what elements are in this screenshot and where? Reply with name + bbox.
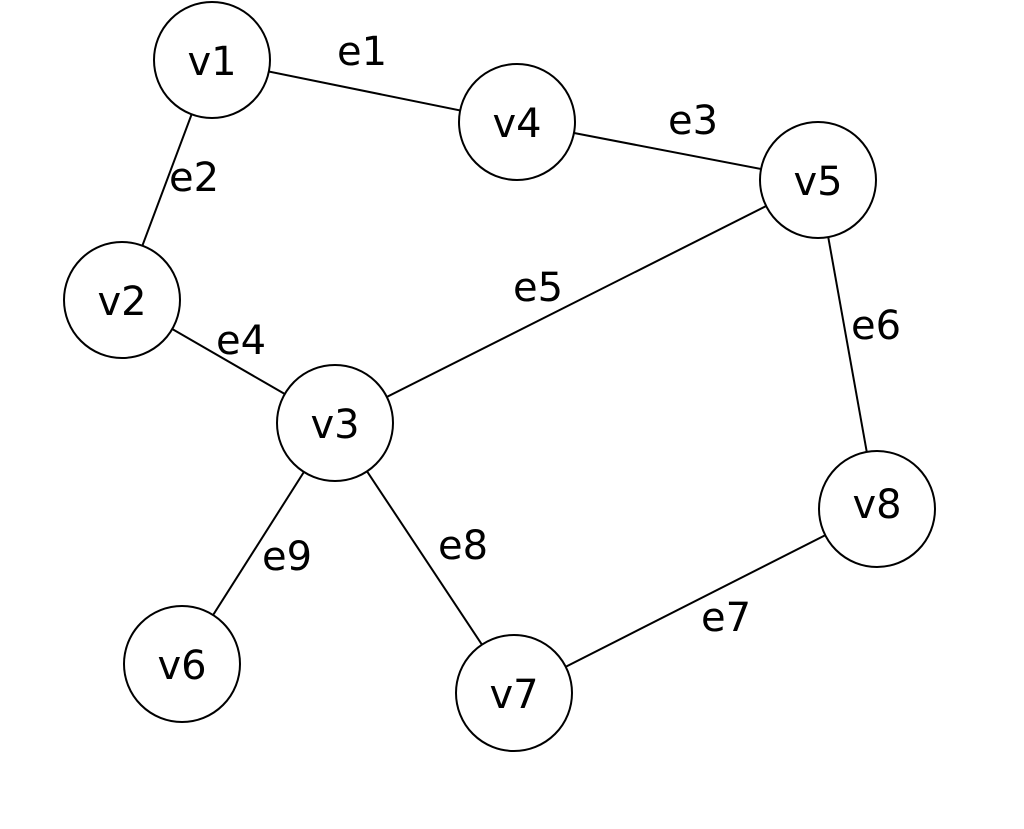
node-v7: v7 (455, 634, 573, 752)
edge-label-e8: e8 (438, 523, 488, 569)
edge-label-e2: e2 (169, 155, 219, 201)
nodes-layer: v1 v2 v3 v4 v5 v6 v7 v8 (63, 1, 936, 752)
edge-label-e9: e9 (262, 534, 312, 580)
edge-label-e6: e6 (851, 303, 901, 349)
node-label-v8: v8 (852, 482, 901, 528)
node-v8: v8 (818, 450, 936, 568)
node-label-v5: v5 (793, 159, 842, 205)
node-label-v3: v3 (310, 402, 359, 448)
edge-labels-layer: e1 e2 e3 e4 e5 e6 e7 e8 e9 (169, 29, 901, 641)
edge-label-e7: e7 (701, 595, 751, 641)
edge-e5 (334, 179, 819, 424)
edge-e7 (513, 508, 878, 694)
node-circle-v2 (63, 241, 181, 359)
node-label-v4: v4 (492, 101, 541, 147)
edge-label-e3: e3 (668, 98, 718, 144)
node-v6: v6 (123, 605, 241, 723)
node-circle-v5 (759, 121, 877, 239)
node-label-v2: v2 (97, 279, 146, 325)
edge-label-e5: e5 (513, 265, 563, 311)
node-v4: v4 (458, 63, 576, 181)
node-v3: v3 (276, 364, 394, 482)
node-label-v1: v1 (187, 39, 236, 85)
node-v1: v1 (153, 1, 271, 119)
edge-label-e1: e1 (337, 29, 387, 75)
node-circle-v1 (153, 1, 271, 119)
node-circle-v4 (458, 63, 576, 181)
node-circle-v6 (123, 605, 241, 723)
node-circle-v8 (818, 450, 936, 568)
edge-label-e4: e4 (216, 318, 266, 364)
node-circle-v7 (455, 634, 573, 752)
node-label-v6: v6 (157, 643, 206, 689)
node-label-v7: v7 (489, 672, 538, 718)
node-v2: v2 (63, 241, 181, 359)
node-v5: v5 (759, 121, 877, 239)
node-circle-v3 (276, 364, 394, 482)
